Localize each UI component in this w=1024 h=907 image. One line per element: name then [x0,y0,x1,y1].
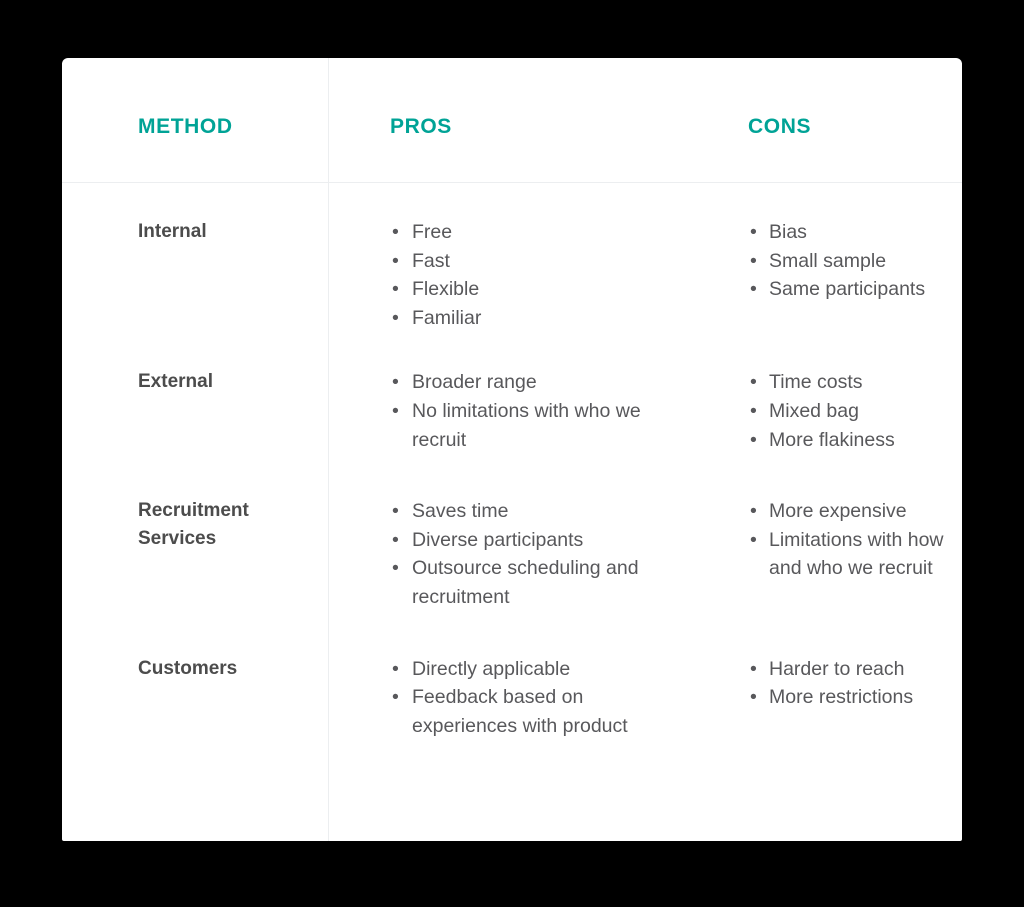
cons-list: Time costs Mixed bag More flakiness [748,368,962,454]
row-label: External [138,371,213,393]
header-cell-method: METHOD [62,58,328,182]
comparison-table: METHOD PROS CONS Internal Free Fast Flex… [62,58,962,740]
list-item: Saves time [390,497,686,526]
header-cell-cons: CONS [686,58,962,182]
pros-list: Free Fast Flexible Familiar [390,218,686,332]
row-label: Customers [138,657,238,679]
list-item: More flakiness [748,426,962,455]
list-item: Bias [748,218,962,247]
list-item: Feedback based on experiences with produ… [390,683,686,740]
list-item: Harder to reach [748,655,962,684]
row-method-cell: Customers [62,655,328,741]
cons-list: More expensive Limitations with how and … [748,497,962,583]
row-method-cell: Recruitment Services [62,497,328,611]
table-header-row: METHOD PROS CONS [62,58,962,182]
row-pros-cell: Free Fast Flexible Familiar [328,218,686,332]
cons-list: Bias Small sample Same participants [748,218,962,304]
row-cons-cell: Bias Small sample Same participants [686,218,962,332]
row-pros-cell: Directly applicable Feedback based on ex… [328,655,686,741]
list-item: Limitations with how and who we recruit [748,526,962,583]
row-method-cell: Internal [62,218,328,332]
pros-list: Saves time Diverse participants Outsourc… [390,497,686,611]
list-item: Familiar [390,304,686,333]
list-item: Small sample [748,247,962,276]
row-cons-cell: More expensive Limitations with how and … [686,497,962,611]
pros-list: Broader range No limitations with who we… [390,368,686,454]
table-row: Internal Free Fast Flexible Familiar Bia… [62,182,962,332]
list-item: No limitations with who we recruit [390,397,686,454]
row-cons-cell: Time costs Mixed bag More flakiness [686,368,962,454]
list-item: Outsource scheduling and recruitment [390,554,686,611]
list-item: Fast [390,247,686,276]
table-row: Customers Directly applicable Feedback b… [62,612,962,741]
column-header-cons: CONS [748,114,812,138]
comparison-table-card: METHOD PROS CONS Internal Free Fast Flex… [62,58,962,841]
cons-list: Harder to reach More restrictions [748,655,962,712]
table-row: Recruitment Services Saves time Diverse … [62,454,962,611]
column-header-pros: PROS [390,114,452,138]
list-item: Diverse participants [390,526,686,555]
header-cell-pros: PROS [328,58,686,182]
pros-list: Directly applicable Feedback based on ex… [390,655,686,741]
row-method-cell: External [62,368,328,454]
list-item: Mixed bag [748,397,962,426]
column-header-method: METHOD [138,114,233,138]
list-item: More restrictions [748,683,962,712]
list-item: More expensive [748,497,962,526]
row-cons-cell: Harder to reach More restrictions [686,655,962,741]
row-label: Internal [138,221,207,242]
table-row: External Broader range No limitations wi… [62,332,962,454]
row-pros-cell: Saves time Diverse participants Outsourc… [328,497,686,611]
list-item: Same participants [748,275,962,304]
header-divider-horizontal [62,182,962,183]
row-label: Recruitment Services [138,500,249,550]
list-item: Flexible [390,275,686,304]
list-item: Time costs [748,368,962,397]
list-item: Free [390,218,686,247]
row-pros-cell: Broader range No limitations with who we… [328,368,686,454]
list-item: Directly applicable [390,655,686,684]
column-divider-vertical [328,58,329,841]
list-item: Broader range [390,368,686,397]
